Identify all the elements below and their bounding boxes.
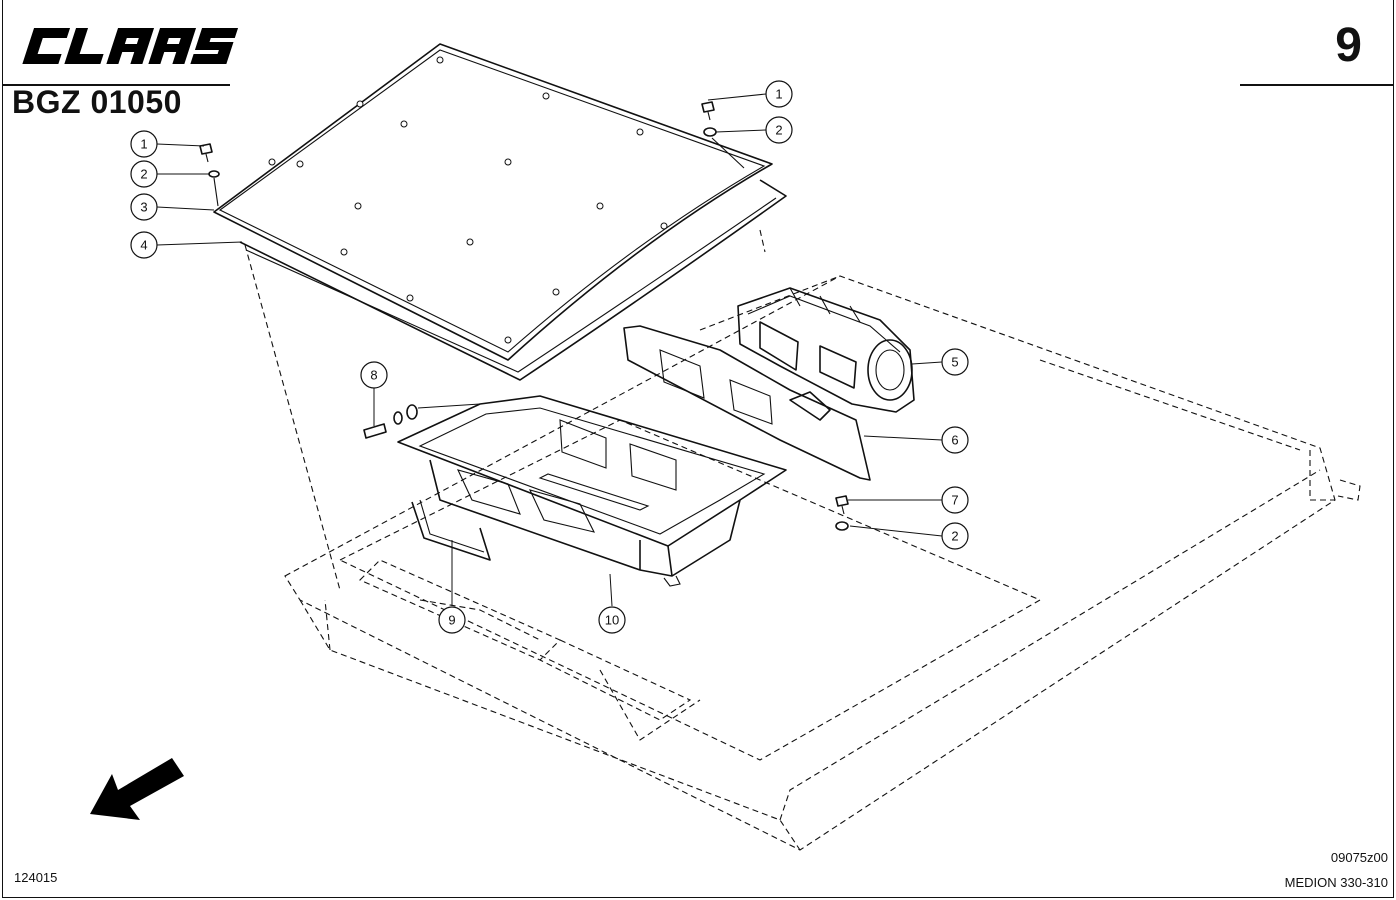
claas-logo-graphic (22, 28, 239, 64)
image-reference: 09075z00 (1330, 850, 1388, 865)
callout-2-right: 2 (765, 116, 793, 144)
leader-lines (156, 93, 943, 607)
callout-3: 3 (130, 193, 158, 221)
callout-label: 3 (140, 200, 147, 215)
callout-2-left: 2 (130, 160, 158, 188)
callout-7: 7 (941, 486, 969, 514)
callout-label: 5 (951, 355, 958, 370)
callout-1-left: 1 (130, 130, 158, 158)
drawing-code: BGZ 01050 (12, 84, 182, 120)
callout-label: 6 (951, 433, 958, 448)
arrow-down-left-icon (90, 758, 184, 820)
callout-8: 8 (360, 361, 388, 389)
callout-label: 4 (140, 238, 147, 253)
callout-label: 2 (140, 167, 147, 182)
callout-label: 8 (370, 368, 377, 383)
callout-9: 9 (438, 606, 466, 634)
duct-bracket (411, 499, 491, 561)
callout-5: 5 (941, 348, 969, 376)
roof-seal (239, 179, 787, 381)
air-duct-tray (397, 395, 787, 587)
side-fasteners (363, 403, 849, 531)
callout-2-lower: 2 (941, 522, 969, 550)
callout-1-right: 1 (765, 80, 793, 108)
top-fasteners (199, 101, 745, 207)
page-number: 9 (1335, 19, 1362, 72)
header-rule-left (2, 84, 230, 86)
callout-label: 10 (605, 613, 619, 628)
header-rule-right (1240, 84, 1394, 86)
model-label: MEDION 330-310 (1284, 875, 1388, 890)
blower-housing (737, 287, 915, 413)
claas-logo (14, 22, 240, 70)
callout-label: 2 (951, 529, 958, 544)
callout-label: 7 (951, 493, 958, 508)
callout-4: 4 (130, 231, 158, 259)
callout-label: 1 (140, 137, 147, 152)
mounting-plate (623, 325, 871, 481)
callout-label: 1 (775, 87, 782, 102)
callout-10: 10 (598, 606, 626, 634)
callout-6: 6 (941, 426, 969, 454)
callout-label: 9 (448, 613, 455, 628)
figure-number: 124015 (14, 870, 58, 885)
callout-label: 2 (775, 123, 782, 138)
roof-panel (213, 43, 773, 361)
cab-roof-outline (244, 229, 1361, 851)
